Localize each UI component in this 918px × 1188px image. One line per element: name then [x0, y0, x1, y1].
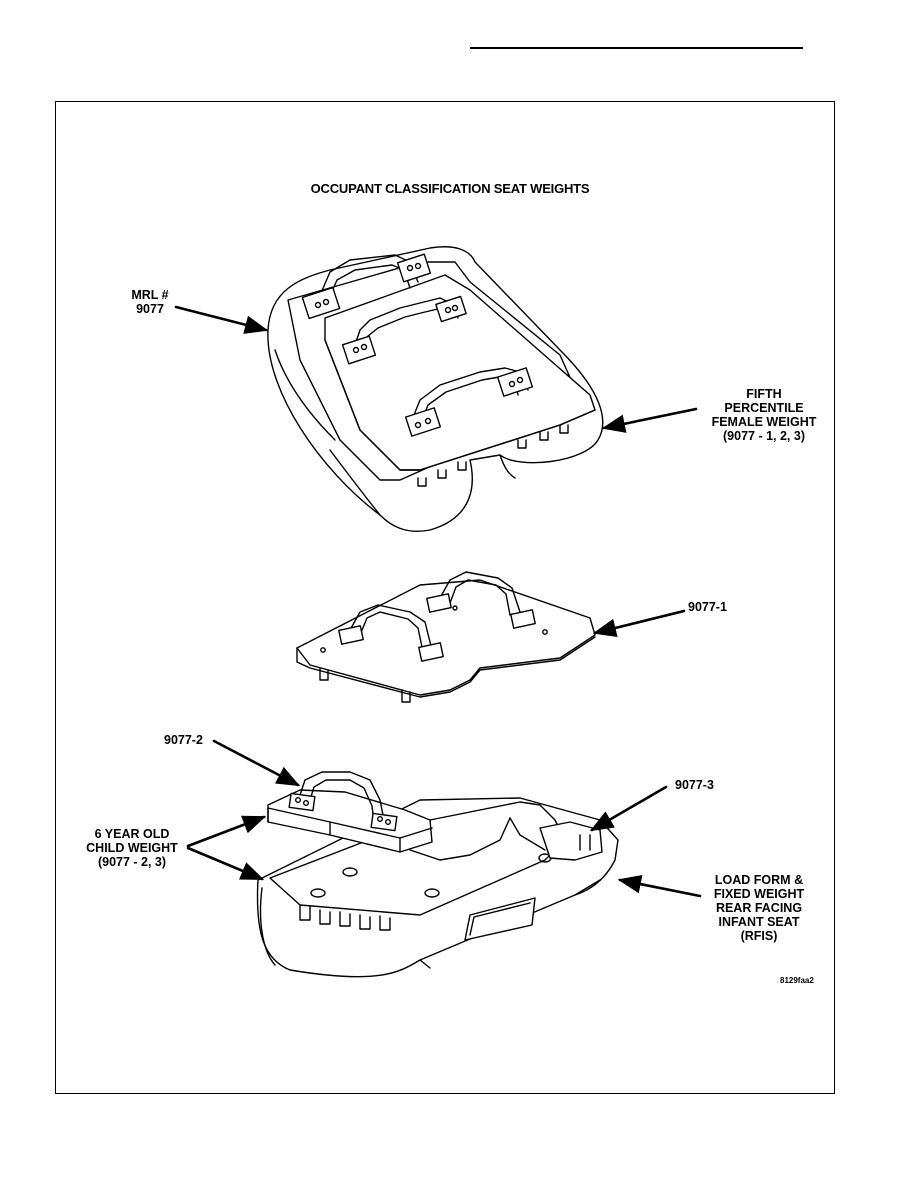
arrow-9077-2 — [214, 741, 301, 785]
figure-frame — [55, 101, 835, 1094]
label-fifth-line2: PERCENTILE — [724, 401, 804, 415]
label-load-line4: INFANT SEAT — [718, 915, 800, 929]
label-mrl-line2: 9077 — [136, 302, 164, 316]
arrow-mrl — [176, 307, 269, 334]
part-9077-2-child-weight — [268, 772, 432, 852]
label-load-line5: (RFIS) — [740, 929, 778, 943]
label-six-line1: 6 YEAR OLD — [94, 827, 170, 841]
label-9077-2: 9077-2 — [164, 733, 203, 747]
part-9077-1-plate — [297, 572, 595, 702]
label-fifth-percentile: FIFTH PERCENTILE FEMALE WEIGHT (9077 - 1… — [694, 387, 834, 443]
label-load-line3: REAR FACING — [715, 901, 803, 915]
label-9077-1: 9077-1 — [688, 600, 727, 614]
figure-code: 8129faa2 — [780, 976, 814, 985]
label-fifth-line1: FIFTH — [746, 387, 782, 401]
arrow-fifth-percentile — [601, 409, 696, 433]
figure-title: OCCUPANT CLASSIFICATION SEAT WEIGHTS — [310, 181, 590, 196]
assembled-fifth-percentile-weight — [268, 247, 603, 532]
label-load-line2: FIXED WEIGHT — [713, 887, 805, 901]
label-9077-3: 9077-3 — [675, 778, 714, 792]
arrow-six-year-lower — [188, 848, 265, 879]
arrow-load-form — [617, 874, 700, 896]
arrow-9077-1 — [592, 611, 684, 638]
label-load-form: LOAD FORM & FIXED WEIGHT REAR FACING INF… — [694, 873, 824, 943]
leader-lines — [176, 307, 700, 896]
header-rule — [470, 47, 803, 49]
label-fifth-line4: (9077 - 1, 2, 3) — [723, 429, 805, 443]
label-mrl: MRL # 9077 — [118, 288, 182, 316]
part-9077-3-load-form — [257, 798, 618, 977]
arrow-9077-3 — [589, 787, 666, 830]
label-load-line1: LOAD FORM & — [714, 873, 804, 887]
label-six-line2: CHILD WEIGHT — [86, 841, 178, 855]
label-mrl-line1: MRL # — [131, 288, 169, 302]
label-six-line3: (9077 - 2, 3) — [97, 855, 167, 869]
label-fifth-line3: FEMALE WEIGHT — [711, 415, 817, 429]
label-six-year-old: 6 YEAR OLD CHILD WEIGHT (9077 - 2, 3) — [74, 827, 190, 869]
arrow-six-year-upper — [188, 817, 267, 846]
